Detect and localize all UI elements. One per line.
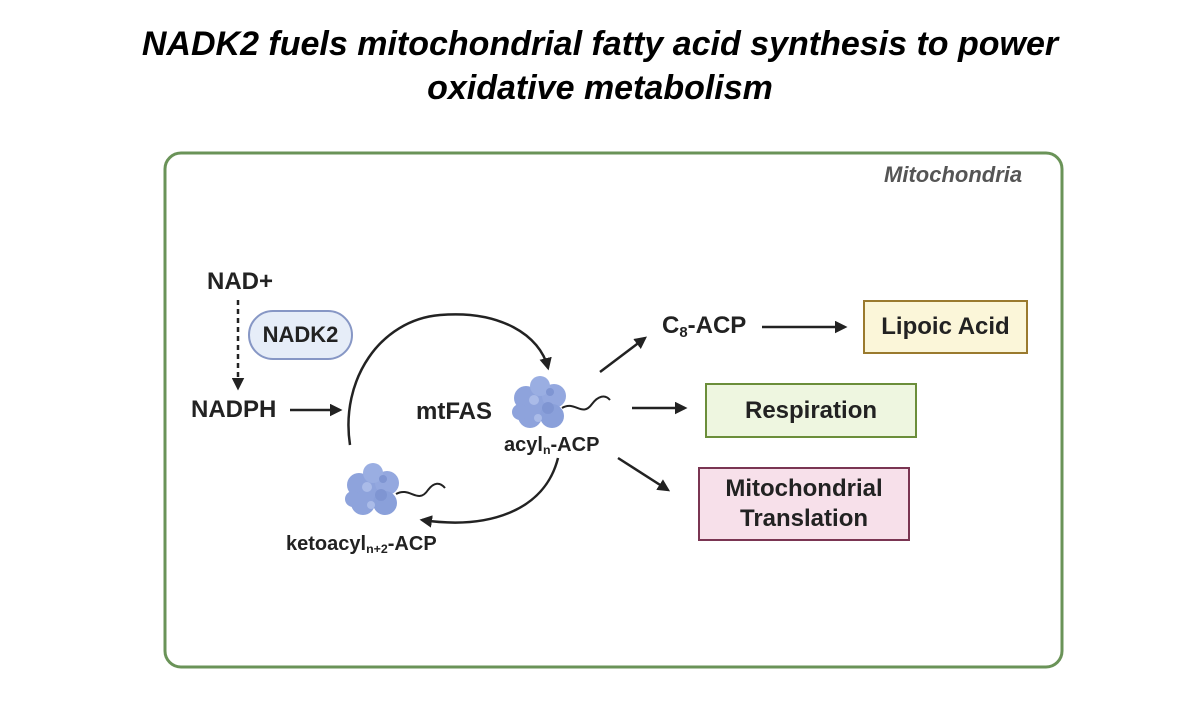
acyl-base: acyl bbox=[504, 434, 543, 456]
ketoacyl-suffix: -ACP bbox=[387, 533, 437, 555]
c8-suffix: -ACP bbox=[687, 312, 747, 339]
respiration-box: Respiration bbox=[705, 383, 917, 438]
acyl-acp-label: acyln-ACP bbox=[504, 434, 599, 457]
ketoacyl-base: ketoacyl bbox=[286, 533, 367, 555]
translation-line-2: Translation bbox=[739, 505, 869, 532]
title-line-2: oxidative metabolism bbox=[427, 69, 773, 107]
acyl-suffix: -ACP bbox=[550, 434, 600, 456]
mtfas-label: mtFAS bbox=[416, 398, 493, 425]
c8-acp-label: C8-ACP bbox=[662, 312, 747, 341]
to-translation-arrow bbox=[617, 456, 671, 492]
page-title: NADK2 fuels mitochondrial fatty acid syn… bbox=[0, 22, 1200, 110]
nad-label: NAD+ bbox=[207, 268, 274, 295]
mitochondria-label: Mitochondria bbox=[884, 162, 1023, 187]
nadph-label: NADPH bbox=[191, 396, 277, 423]
ketoacyl-acp-tail bbox=[395, 482, 446, 497]
translation-line-1: Mitochondrial bbox=[725, 475, 883, 502]
c8-base: C bbox=[662, 312, 680, 339]
c8-subscript: 8 bbox=[679, 324, 688, 341]
acyl-acp-tail bbox=[561, 395, 611, 411]
mitochondrial-translation-box: Mitochondrial Translation bbox=[698, 467, 910, 541]
ketoacyl-acp-label: ketoacyln+2-ACP bbox=[286, 533, 437, 556]
ketoacyl-subscript: n+2 bbox=[366, 542, 388, 557]
cycle-lower-arc bbox=[419, 457, 560, 528]
lipoic-acid-box: Lipoic Acid bbox=[863, 300, 1028, 354]
title-line-1: NADK2 fuels mitochondrial fatty acid syn… bbox=[141, 25, 1059, 63]
cycle-upper-arc bbox=[347, 313, 552, 446]
nadk2-enzyme: NADK2 bbox=[248, 310, 353, 360]
to-c8-arrow bbox=[599, 336, 647, 373]
acyl-subscript: n bbox=[542, 443, 551, 458]
